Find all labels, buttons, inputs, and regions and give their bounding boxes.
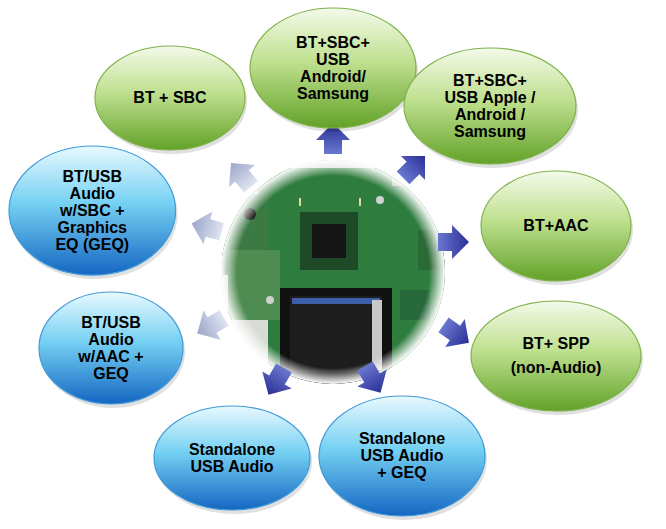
green-bubble: BT + SBC: [87, 38, 253, 158]
board-picture: [215, 155, 455, 395]
blue-bubble: Standalone USB Audio + GEQ: [311, 388, 493, 524]
bubble-text: BT/USB Audio w/AAC + GEQ: [71, 314, 151, 382]
green-bubble: BT+AAC: [473, 163, 639, 289]
bubble-text: Standalone USB Audio + GEQ: [357, 430, 448, 481]
blue-bubble: Standalone USB Audio: [146, 398, 318, 518]
bubble-text: BT+AAC: [523, 217, 588, 234]
bubble-label: Standalone USB Audio: [189, 441, 275, 475]
bubble-text: BT+SBC+ USB Apple / Android / Samsung: [443, 72, 537, 140]
bubble-label: BT/USB Audio w/SBC + Graphics EQ (GEQ): [49, 168, 135, 254]
bubble-label: BT/USB Audio w/AAC + GEQ: [71, 314, 151, 382]
bubble-text: BT/USB Audio w/SBC + Graphics EQ (GEQ): [49, 168, 135, 254]
blue-bubble: BT/USB Audio w/SBC + Graphics EQ (GEQ): [1, 138, 184, 283]
bubble-label: BT+ SPP: [511, 335, 602, 352]
bubble-label: Standalone USB Audio + GEQ: [357, 430, 448, 481]
green-bubble: BT+SBC+ USB Apple / Android / Samsung: [396, 40, 584, 172]
bubble-text: Standalone USB Audio: [189, 441, 275, 475]
bubble-text: BT+ SPP (non-Audio): [511, 335, 602, 376]
green-bubble: BT+ SPP (non-Audio): [463, 293, 649, 419]
bubble-label: BT+SBC+ USB Android/ Samsung: [288, 34, 379, 102]
block-arrows: [187, 123, 478, 403]
bubble-label: BT + SBC: [133, 89, 206, 106]
bubble-label: (non-Audio): [511, 360, 602, 377]
bubble-text: BT + SBC: [133, 89, 206, 106]
blue-bubble: BT/USB Audio w/AAC + GEQ: [31, 284, 191, 412]
bubble-text: BT+SBC+ USB Android/ Samsung: [288, 34, 379, 102]
bubble-label: BT+SBC+ USB Apple / Android / Samsung: [443, 72, 537, 140]
bubble-label: BT+AAC: [523, 217, 588, 234]
green-bubble: BT+SBC+ USB Android/ Samsung: [242, 0, 424, 136]
bubble-outline: [463, 293, 649, 419]
